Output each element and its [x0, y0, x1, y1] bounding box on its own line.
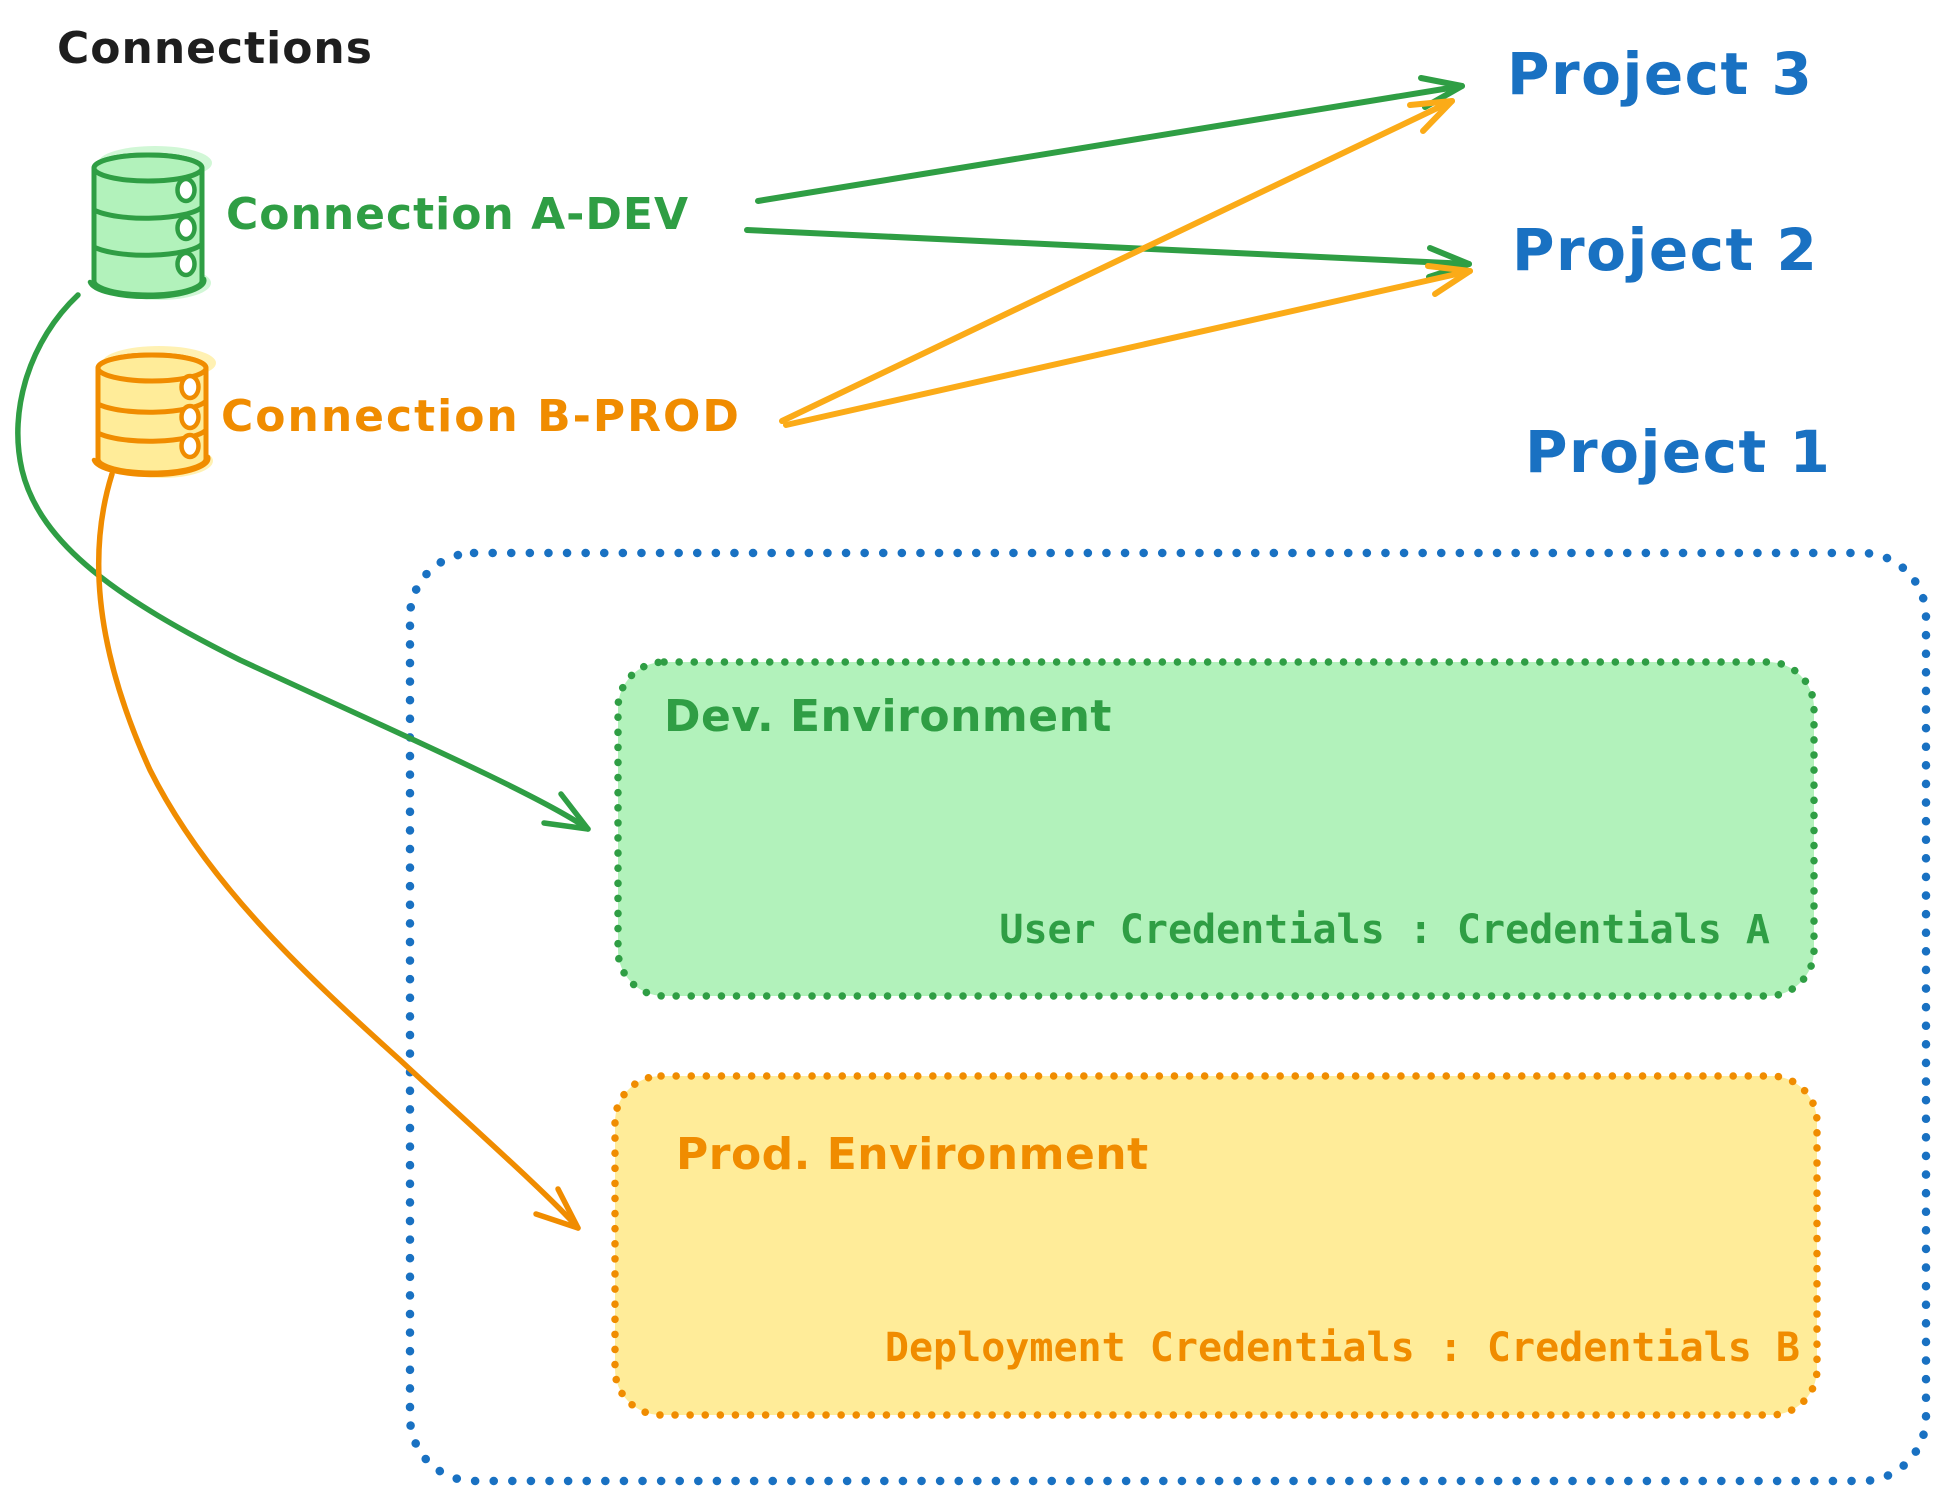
arrowhead-icon	[1407, 98, 1455, 134]
dev-environment-box	[614, 658, 1818, 1000]
arrowhead-icon	[1426, 245, 1472, 280]
project-2-label: Project 2	[1512, 216, 1819, 284]
dev-environment-credentials: User Credentials : Credentials A	[999, 907, 1770, 953]
arrow-conn-b-to-project3	[779, 98, 1455, 424]
project-3-label: Project 3	[1507, 40, 1814, 108]
project-1-label: Project 1	[1525, 418, 1832, 486]
dev-environment-title: Dev. Environment	[664, 691, 1112, 742]
connection-b-prod-label: Connection B-PROD	[221, 391, 741, 442]
database-cylinder-icon-dev	[87, 146, 212, 300]
prod-environment-title: Prod. Environment	[676, 1129, 1149, 1180]
arrow-conn-a-to-project2	[744, 227, 1472, 280]
arrowhead-icon	[541, 791, 591, 832]
arrow-conn-b-to-project2	[783, 263, 1473, 428]
arrow-conn-a-to-dev-environment	[15, 292, 591, 832]
database-cylinder-icon-prod	[91, 346, 216, 478]
diagram-title: Connections	[57, 23, 373, 74]
arrow-conn-b-to-prod-environment	[95, 471, 581, 1231]
project1-container-box	[405, 548, 1931, 1486]
prod-environment-box	[611, 1072, 1821, 1419]
arrowhead-icon	[1425, 263, 1473, 297]
arrow-conn-a-to-project3	[755, 75, 1465, 204]
prod-environment-credentials: Deployment Credentials : Credentials B	[884, 1325, 1800, 1371]
arrowhead-icon	[533, 1186, 581, 1231]
connection-a-dev-label: Connection A-DEV	[226, 189, 690, 240]
